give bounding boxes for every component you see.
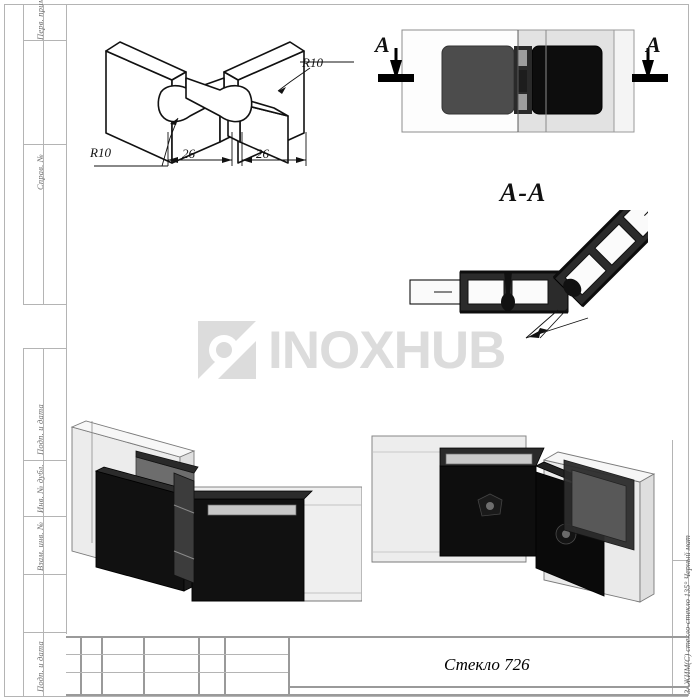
render-left-view bbox=[70, 420, 362, 602]
section-letter-left: A bbox=[375, 32, 390, 57]
drawing-title-text: Стекло 726 bbox=[444, 655, 530, 674]
render-left-clamp-right-leaf bbox=[191, 490, 313, 602]
render-left-hinge-knuckle bbox=[173, 472, 195, 584]
margin-rule-main bbox=[66, 4, 67, 634]
front-knuckle-top bbox=[518, 50, 527, 66]
section-arrowhead-left bbox=[390, 60, 402, 80]
margin-hrule-5 bbox=[23, 460, 66, 461]
section-bar-right bbox=[632, 74, 668, 82]
frame-outer-left bbox=[4, 4, 5, 696]
titleblock-bottom-rule bbox=[66, 694, 688, 696]
margin-label-vzam-inv-nomer: Взам. инв. № bbox=[35, 521, 45, 571]
titleblock-col-2 bbox=[101, 636, 103, 696]
margin-rule-c2 bbox=[43, 348, 44, 696]
margin-rule-b1 bbox=[23, 144, 24, 304]
section-letter-right: A bbox=[646, 32, 661, 57]
margin-label-inv-nomer-dubl: Инв. № дубл. bbox=[35, 464, 45, 513]
section-gap-dimension: 2 bbox=[570, 280, 577, 295]
titleblock-col-5 bbox=[224, 636, 226, 696]
iso-right-curved-boss bbox=[185, 77, 253, 123]
margin-hrule-1 bbox=[23, 40, 66, 41]
iso-leader-right bbox=[277, 67, 311, 92]
inoxhub-logo-icon bbox=[196, 319, 258, 381]
frame-outer-top bbox=[4, 4, 688, 5]
titleblock-col-1 bbox=[80, 636, 82, 696]
frame-outer-right bbox=[688, 4, 689, 696]
section-arrowhead-right bbox=[642, 60, 654, 80]
front-knuckle-bottom bbox=[518, 94, 527, 110]
margin-rule-b2 bbox=[43, 144, 44, 304]
margin-label-podp-i-data-2: Подп. и дата bbox=[35, 641, 45, 692]
right-margin-hrule bbox=[672, 560, 688, 561]
margin-hrule-9 bbox=[23, 696, 66, 697]
section-gap-arrowheads bbox=[528, 328, 548, 338]
isometric-profile-view bbox=[94, 41, 354, 167]
render-right-clamp-highlight bbox=[445, 453, 533, 465]
dimension-label-left-26: 26 bbox=[182, 146, 195, 161]
dim-arrowheads bbox=[168, 157, 306, 163]
front-clamp-left bbox=[441, 45, 515, 115]
right-margin-label: ЗАЖИМ(С) стекло-стекло 135° Черный мат bbox=[683, 535, 692, 694]
section-marker-left bbox=[378, 48, 414, 82]
radius-label-right: R10 bbox=[302, 55, 323, 70]
titleblock-row-2 bbox=[66, 672, 288, 673]
right-margin-rule bbox=[672, 440, 673, 696]
titleblock-col-6 bbox=[288, 636, 290, 696]
front-clamp-right bbox=[531, 45, 603, 115]
section-view-title: A-A bbox=[500, 178, 547, 207]
iso-leader-arrowheads bbox=[170, 87, 286, 125]
titleblock-name-rule bbox=[288, 686, 688, 688]
section-clamp-angled bbox=[552, 210, 648, 308]
section-clamp-horizontal bbox=[459, 270, 569, 314]
margin-rule-c1 bbox=[23, 348, 24, 696]
margin-hrule-3 bbox=[23, 304, 66, 305]
margin-hrule-8 bbox=[23, 632, 66, 633]
margin-rule-a1 bbox=[23, 4, 24, 144]
front-knuckle-mid bbox=[518, 70, 527, 92]
dimension-lines-26 bbox=[167, 132, 307, 166]
render-right-screw-left bbox=[477, 493, 503, 517]
margin-hrule-6 bbox=[23, 516, 66, 517]
section-marker-right bbox=[632, 48, 668, 82]
margin-hrule-2 bbox=[23, 144, 66, 145]
margin-hrule-4 bbox=[23, 348, 66, 349]
margin-hrule-7 bbox=[23, 574, 66, 575]
titleblock-col-3 bbox=[143, 636, 145, 696]
render-right-view bbox=[371, 435, 656, 603]
watermark-text: INOXHUB bbox=[268, 320, 506, 380]
frame-outer-bottom bbox=[4, 696, 688, 697]
dimension-label-right-26: 26 bbox=[256, 146, 269, 161]
render-right-clamp-left-leaf bbox=[439, 447, 545, 557]
margin-label-sprav-nomer: Справ. № bbox=[35, 154, 45, 190]
render-right-backframe bbox=[563, 459, 635, 551]
titleblock-row-1 bbox=[66, 654, 288, 655]
titleblock-col-4 bbox=[198, 636, 200, 696]
margin-label-perv-primen: Перв. примен. bbox=[35, 0, 45, 40]
radius-label-left: R10 bbox=[90, 145, 111, 160]
margin-label-podp-i-data-1: Подп. и дата bbox=[35, 404, 45, 455]
margin-rule-a2 bbox=[43, 4, 44, 144]
titleblock-top-rule bbox=[66, 636, 688, 638]
section-view-aa bbox=[409, 210, 648, 339]
watermark: INOXHUB bbox=[196, 315, 506, 385]
render-left-clamp-highlight bbox=[207, 504, 297, 516]
front-view bbox=[401, 29, 635, 133]
